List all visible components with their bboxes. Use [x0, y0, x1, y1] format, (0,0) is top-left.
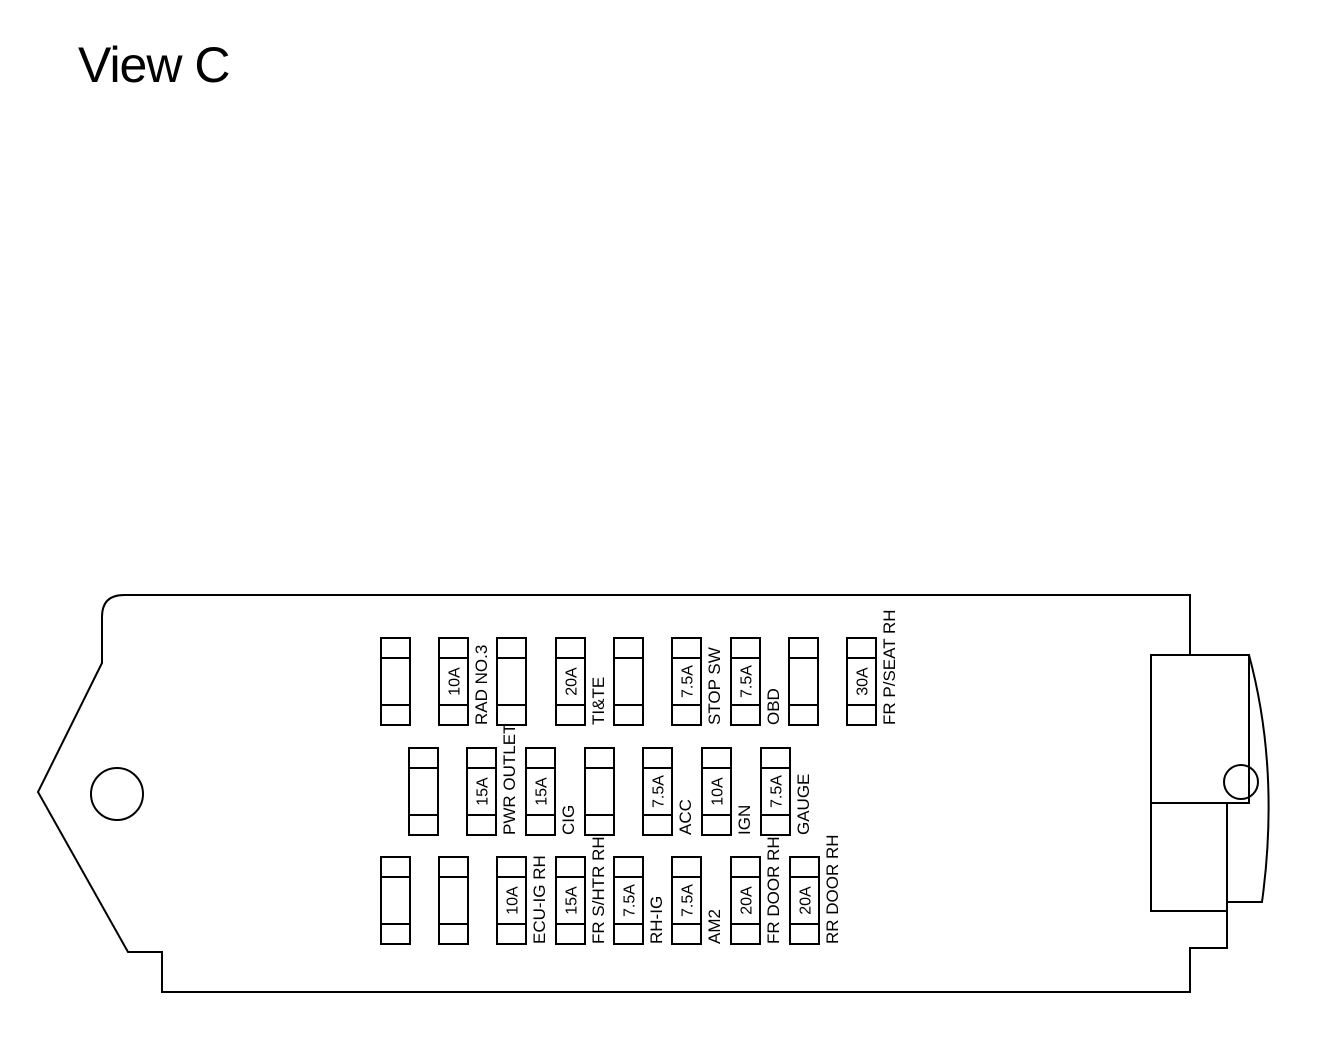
- fuse-body: [380, 637, 411, 726]
- fuse-label: ECU-IG RH: [530, 855, 549, 944]
- fuse-amperage: 7.5A: [739, 665, 756, 698]
- fuse-slot: 10A IGN: [701, 747, 754, 836]
- fuse-body: [760, 747, 791, 836]
- fuse-label: FR DOOR RH: [764, 836, 783, 944]
- fuse-slot: 7.5A GAUGE: [760, 747, 813, 836]
- fuse-label: STOP SW: [705, 647, 724, 725]
- fuse-amperage: 10A: [447, 667, 464, 696]
- mounting-hole-left: [90, 767, 144, 821]
- fuse-body: [730, 637, 761, 726]
- fuse-amperage: 20A: [798, 886, 815, 915]
- fuse-body: [671, 637, 702, 726]
- fuse-amperage: 7.5A: [651, 775, 668, 808]
- fuse-amperage: 30A: [855, 667, 872, 696]
- fuse-slot: [788, 637, 819, 726]
- fuse-slot: 20A TI&TE: [555, 637, 608, 726]
- fuse-slot: 20A RR DOOR RH: [789, 834, 842, 945]
- fuse-body: [584, 747, 615, 836]
- fuse-slot: [408, 747, 439, 836]
- fuse-slot: 10A RAD NO.3: [438, 637, 491, 726]
- fuse-slot: 7.5A STOP SW: [671, 637, 724, 726]
- fuse-label: OBD: [764, 688, 783, 725]
- fuse-slot: [380, 637, 411, 726]
- fuse-amperage: 10A: [710, 777, 727, 806]
- fuse-body: [555, 856, 586, 945]
- fuse-body: [788, 637, 819, 726]
- fuse-amperage: 15A: [475, 777, 492, 806]
- connector-block-upper: [1150, 654, 1250, 804]
- fuse-slot: [613, 637, 644, 726]
- fuse-label: RAD NO.3: [472, 645, 491, 725]
- fuse-label: PWR OUTLET: [500, 724, 519, 835]
- fuse-amperage: 20A: [739, 886, 756, 915]
- fuse-body: [496, 637, 527, 726]
- fuse-label: RR DOOR RH: [823, 834, 842, 944]
- fuse-slot: 7.5A ACC: [642, 747, 695, 836]
- fuse-amperage: 10A: [505, 886, 522, 915]
- fuse-body: [380, 856, 411, 945]
- fuse-amperage: 15A: [564, 886, 581, 915]
- fuse-label: IGN: [735, 805, 754, 835]
- fuse-body: [730, 856, 761, 945]
- fuse-label: GAUGE: [794, 774, 813, 835]
- fuse-group: 10A RAD NO.3 20A TI&TE 7.5A STOP SW 7.5A OBD 30A…: [380, 609, 899, 945]
- fuse-body: [438, 637, 469, 726]
- fuse-amperage: 7.5A: [769, 775, 786, 808]
- view-title: View C: [78, 37, 230, 93]
- fuse-body: [642, 747, 673, 836]
- fuse-slot: 15A CIG: [525, 747, 578, 836]
- fuse-slot: 7.5A AM2: [671, 856, 724, 945]
- fuse-slot: 10A ECU-IG RH: [496, 855, 549, 945]
- fuse-body: [613, 856, 644, 945]
- connector-block-lower: [1150, 802, 1228, 912]
- fuse-slot: [584, 747, 615, 836]
- fuse-label: FR P/SEAT RH: [880, 609, 899, 725]
- fuse-slot: [496, 637, 527, 726]
- fuse-label: ACC: [676, 799, 695, 835]
- fuse-amperage: 7.5A: [622, 884, 639, 917]
- fuse-box-outline: [36, 594, 1270, 993]
- fuse-slot: 7.5A OBD: [730, 637, 783, 726]
- fuse-body: [701, 747, 732, 836]
- fuse-label: FR S/HTR RH: [589, 836, 608, 944]
- fuse-body: [438, 856, 469, 945]
- fuse-body: [555, 637, 586, 726]
- fuse-slot: 7.5A RH-IG: [613, 856, 666, 945]
- fuse-amperage: 7.5A: [680, 884, 697, 917]
- fuse-slot: [438, 856, 469, 945]
- fuse-body: [613, 637, 644, 726]
- fuse-label: AM2: [705, 909, 724, 944]
- fuse-label: RH-IG: [647, 896, 666, 944]
- fuse-body: [466, 747, 497, 836]
- fuse-slot: 15A FR S/HTR RH: [555, 836, 608, 945]
- fuse-body: [846, 637, 877, 726]
- fuse-body: [525, 747, 556, 836]
- fuse-amperage: 7.5A: [680, 665, 697, 698]
- fuse-slot: 20A FR DOOR RH: [730, 836, 783, 945]
- fuse-slot: [380, 856, 411, 945]
- fuse-slot: 15A PWR OUTLET: [466, 724, 519, 836]
- fuse-label: TI&TE: [589, 677, 608, 725]
- mounting-hole-right: [1223, 764, 1259, 800]
- fuse-body: [496, 856, 527, 945]
- fuse-amperage: 20A: [564, 667, 581, 696]
- fuse-slot: 30A FR P/SEAT RH: [846, 609, 899, 726]
- fuse-body: [671, 856, 702, 945]
- fuse-body: [789, 856, 820, 945]
- fuse-label: CIG: [559, 805, 578, 835]
- fuse-amperage: 15A: [534, 777, 551, 806]
- fuse-body: [408, 747, 439, 836]
